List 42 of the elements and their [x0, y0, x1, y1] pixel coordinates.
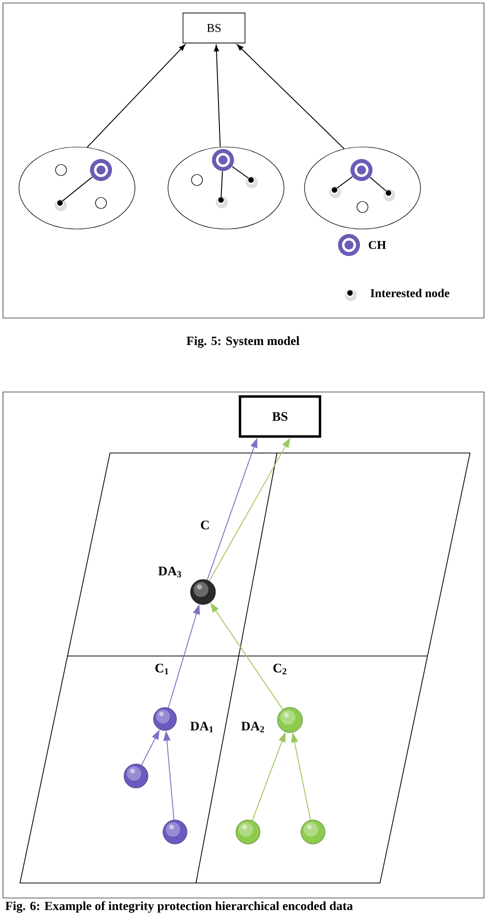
cluster-ellipse [168, 146, 284, 230]
arrow [214, 44, 221, 148]
legend-label: CH [368, 240, 386, 250]
arrow [236, 44, 345, 150]
connector-line [220, 170, 223, 198]
sensor-node-circle [55, 164, 67, 176]
connector-line [336, 176, 353, 189]
base-station-box: BS [238, 395, 322, 438]
figure-caption: Fig. 6: Example of integrity protection hierarchical encoded data [5, 901, 353, 913]
base-station-box: BS [182, 12, 246, 44]
cluster-head-symbol [212, 149, 234, 171]
edge-label: C$_{2}$ [272, 662, 288, 676]
cluster-ellipse [18, 146, 136, 230]
edge-label: C$_{1}$ [154, 662, 170, 676]
sensor-ball [162, 820, 188, 844]
connector-line [232, 166, 250, 179]
sensor-ball [124, 764, 148, 788]
edge-label: C [199, 520, 211, 530]
connector-line [62, 176, 93, 202]
connector-line [370, 176, 387, 192]
node-label: DA$_{3}$ [158, 566, 182, 578]
sensor-node-circle [356, 201, 368, 213]
cluster-head-symbol [90, 159, 112, 181]
interested-node-dot [329, 186, 342, 198]
arrow [86, 44, 186, 148]
legend-label: Interested node [370, 288, 450, 298]
node-label: DA$_{2}$ [241, 722, 264, 732]
sensor-ball [236, 820, 260, 844]
sensor-ball [277, 707, 303, 733]
interested-node-dot [216, 196, 228, 208]
sensor-node-circle [95, 197, 107, 209]
sensor-ball [190, 579, 216, 605]
interested-node-dot [246, 176, 258, 188]
interested-node-dot [54, 199, 67, 212]
cluster-ellipse [304, 146, 421, 230]
cluster-head-symbol [350, 159, 372, 181]
node-label: DA$_{1}$ [190, 722, 213, 732]
sensor-ball [300, 820, 326, 844]
sensor-ball [153, 707, 177, 731]
interested-node-dot [383, 189, 396, 202]
sensor-node-circle [191, 174, 203, 186]
figure-caption: Fig. 5: System model [186, 336, 300, 348]
